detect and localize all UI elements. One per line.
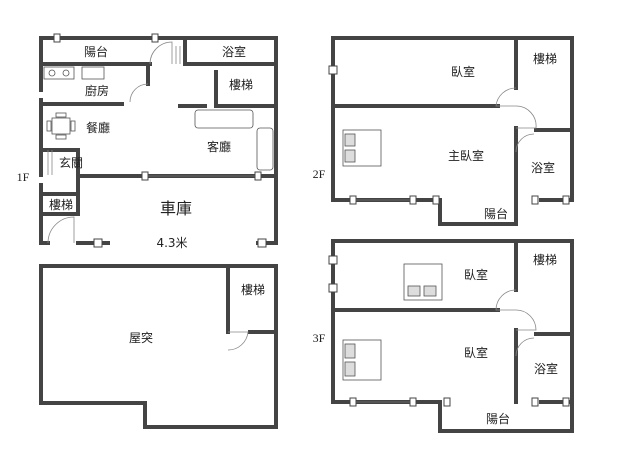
- 3f-window-b2: [409, 397, 417, 407]
- 2f-door-bedroom: [495, 87, 517, 107]
- room-label-balcony: 陽台: [486, 411, 510, 426]
- 3f-door-bedroom2: [515, 309, 537, 331]
- room-label-bathroom: 浴室: [531, 160, 555, 175]
- 3f-window-b1: [349, 397, 357, 407]
- 1f-window-1: [53, 33, 61, 43]
- chair-icon: [55, 112, 67, 118]
- 3f-outer-wall-top-right: [331, 239, 574, 404]
- 1f-door-balcony: [149, 41, 173, 65]
- room-label-entrance: 玄關: [59, 155, 83, 170]
- 2f-window-left: [328, 65, 338, 75]
- 1f-door-kitchen: [129, 83, 149, 103]
- room-label-stairs: 樓梯: [229, 77, 253, 92]
- 2f-window-b3: [432, 195, 440, 205]
- floor-roof: 屋突 樓梯: [39, 264, 278, 429]
- floor-3f: 臥室 樓梯 臥室 浴室 陽台 3F: [313, 239, 574, 433]
- room-label-bedroom: 臥室: [451, 64, 475, 79]
- 3f-window-b3: [443, 397, 451, 407]
- floor-label-2f: 2F: [313, 167, 326, 181]
- 3f-window-left-1: [328, 255, 338, 265]
- 3f-outer-wall-left-bottom: [331, 239, 574, 433]
- room-label-bathroom: 浴室: [222, 44, 246, 59]
- 1f-door-garage: [47, 216, 75, 244]
- roof-door: [227, 331, 249, 351]
- armchair-icon: [256, 127, 274, 171]
- 2f-window-b5: [562, 195, 570, 205]
- pillow-icon: [423, 285, 437, 297]
- 2f-door-master: [515, 105, 537, 129]
- room-label-stairs: 樓梯: [533, 252, 557, 267]
- chair-icon: [70, 120, 76, 132]
- room-label-bedroom-1: 臥室: [464, 267, 488, 282]
- room-label-roof-stairs: 樓梯: [241, 282, 265, 297]
- 1f-door-entrance: [47, 150, 53, 175]
- chair-icon: [46, 120, 52, 132]
- room-label-garage: 車庫: [160, 199, 192, 218]
- dining-table-icon: [51, 117, 71, 135]
- 3f-window-b5: [562, 397, 570, 407]
- sofa-icon: [194, 109, 254, 129]
- roof-outer-wall: [39, 264, 278, 429]
- 2f-window-b2: [409, 195, 417, 205]
- 3f-window-left-2: [328, 283, 338, 293]
- burner-icon: [62, 69, 70, 77]
- burner-icon: [48, 69, 56, 77]
- room-label-bedroom-2: 臥室: [464, 345, 488, 360]
- floor-label-3f: 3F: [313, 331, 326, 345]
- pillow-icon: [344, 361, 356, 377]
- room-label-stairs: 樓梯: [533, 51, 557, 66]
- pillow-icon: [344, 149, 356, 163]
- room-label-rooftop: 屋突: [129, 330, 153, 345]
- sink-icon: [81, 66, 105, 80]
- pillow-icon: [344, 343, 356, 359]
- 1f-window-2: [151, 33, 159, 43]
- room-label-dining: 餐廳: [86, 120, 110, 135]
- 2f-outer-wall-top-right: [331, 36, 574, 202]
- room-label-bathroom: 浴室: [534, 361, 558, 376]
- chair-icon: [55, 134, 67, 140]
- room-label-stairs-2: 樓梯: [49, 197, 73, 212]
- room-label-living: 客廳: [207, 139, 231, 154]
- 2f-window-b1: [349, 195, 357, 205]
- floor-1f: 陽台 浴室 廚房 樓梯 餐廳 客廳 玄關 樓梯 車庫 4.3米 1F: [17, 33, 278, 250]
- 2f-window-b4: [531, 195, 539, 205]
- floor-2f: 臥室 樓梯 主臥室 浴室 陽台 2F: [313, 36, 574, 226]
- 2f-outer-wall-left-bottom: [331, 36, 518, 226]
- 3f-door-bath: [515, 337, 535, 357]
- pillow-icon: [344, 133, 356, 147]
- room-label-balcony: 陽台: [84, 44, 108, 59]
- 1f-window-4: [254, 171, 262, 181]
- 1f-window-5: [93, 238, 103, 248]
- pillow-icon: [407, 285, 421, 297]
- 3f-door-bedroom1: [495, 289, 517, 311]
- room-label-balcony: 陽台: [484, 206, 508, 221]
- 1f-door-bath: [175, 46, 181, 64]
- 3f-window-b4: [531, 397, 539, 407]
- floor-label-1f: 1F: [17, 170, 30, 184]
- room-label-master-bedroom: 主臥室: [448, 148, 484, 163]
- 2f-door-bath: [515, 133, 535, 153]
- 1f-window-3: [141, 171, 149, 181]
- stove-icon: [43, 66, 75, 80]
- room-label-kitchen: 廚房: [85, 83, 109, 98]
- dimension-note: 4.3米: [156, 236, 187, 250]
- 1f-window-6: [257, 238, 267, 248]
